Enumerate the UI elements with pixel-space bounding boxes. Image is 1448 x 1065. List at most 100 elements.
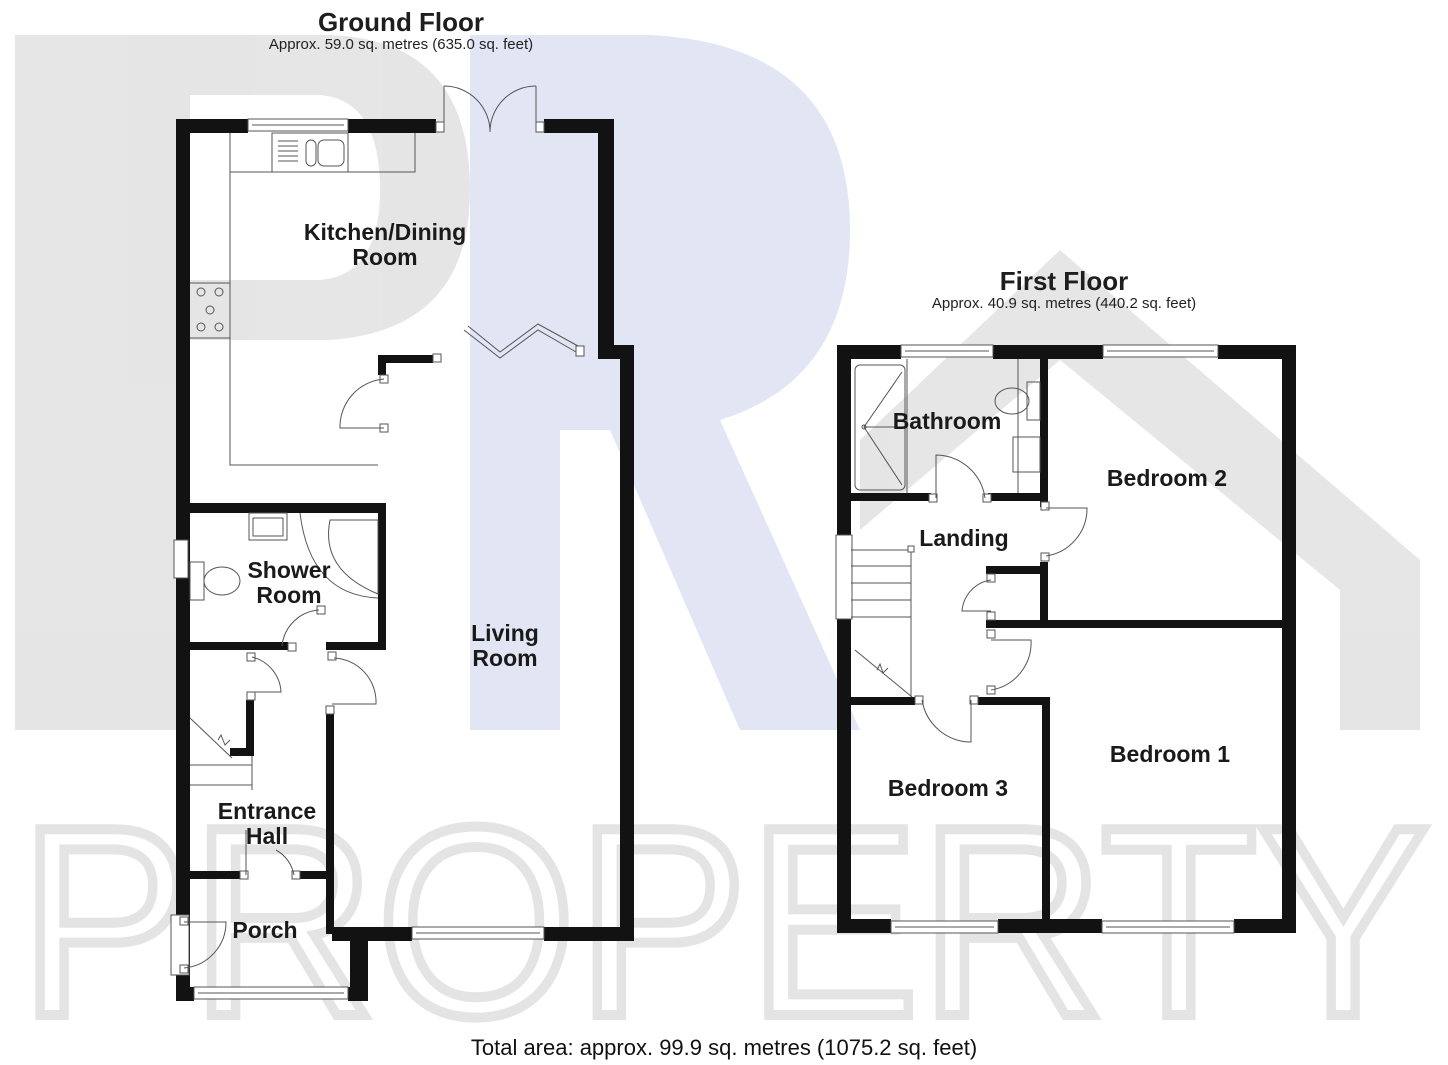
door-swing-icon bbox=[281, 605, 326, 652]
window-icon bbox=[900, 344, 994, 358]
room-label-bathroom: Bathroom bbox=[893, 408, 1002, 434]
wall bbox=[298, 871, 334, 879]
basin-icon bbox=[248, 512, 288, 541]
wall bbox=[326, 708, 334, 934]
first-floor-title: First Floor bbox=[999, 266, 1129, 296]
wall bbox=[1040, 359, 1048, 507]
watermark-r bbox=[470, 35, 860, 730]
window-icon bbox=[170, 914, 190, 976]
room-label-entrance-hall: Entrance bbox=[218, 798, 316, 824]
watermark-p-bowl bbox=[190, 35, 470, 340]
sink-icon bbox=[271, 132, 349, 173]
wall bbox=[190, 503, 386, 513]
wall bbox=[986, 566, 1044, 574]
watermark-property-text: PROPERTY bbox=[19, 772, 1429, 1065]
wall bbox=[978, 697, 1048, 705]
door-swing-icon bbox=[463, 323, 585, 359]
room-label-shower: Room bbox=[256, 582, 321, 608]
wall bbox=[1040, 562, 1048, 624]
door-swing-icon bbox=[914, 695, 979, 743]
ground-floor-title: Ground Floor bbox=[317, 7, 485, 37]
window-icon bbox=[411, 926, 545, 940]
room-label-shower: Shower bbox=[247, 557, 330, 583]
wall bbox=[986, 620, 1282, 628]
wall bbox=[544, 119, 614, 133]
wall bbox=[246, 700, 254, 755]
wall bbox=[988, 493, 1048, 501]
wall bbox=[544, 927, 634, 941]
door-swing-icon bbox=[961, 573, 996, 621]
window-icon bbox=[173, 539, 189, 579]
wall bbox=[851, 493, 931, 501]
worktop bbox=[229, 133, 378, 466]
hob-icon bbox=[196, 287, 224, 332]
window-icon bbox=[193, 986, 349, 1000]
watermark-logo: PROPERTY bbox=[14, 35, 1434, 1065]
door-swing-icon bbox=[179, 916, 227, 974]
wall bbox=[326, 642, 386, 650]
room-label-landing: Landing bbox=[919, 525, 1008, 551]
bath-icon bbox=[854, 359, 908, 493]
wall bbox=[230, 748, 254, 756]
wall bbox=[837, 345, 851, 933]
door-swing-icon bbox=[246, 652, 282, 701]
door-swing-icon bbox=[239, 830, 301, 880]
room-label-living: Room bbox=[472, 645, 537, 671]
wall bbox=[190, 871, 242, 879]
ground-floor-area: Approx. 59.0 sq. metres (635.0 sq. feet) bbox=[268, 36, 534, 53]
room-label-porch: Porch bbox=[232, 917, 297, 943]
wall bbox=[993, 345, 1103, 359]
room-label-kitchen: Room bbox=[352, 244, 417, 270]
basin-icon bbox=[1012, 436, 1041, 473]
window-icon bbox=[835, 534, 853, 620]
wall bbox=[1282, 345, 1296, 933]
door-swing-icon bbox=[986, 629, 1032, 695]
shower-tray-icon bbox=[299, 512, 379, 599]
wall bbox=[837, 919, 891, 933]
wall bbox=[1234, 919, 1296, 933]
wall bbox=[378, 355, 386, 375]
toilet-icon bbox=[994, 359, 1041, 493]
total-area: Total area: approx. 99.9 sq. metres (107… bbox=[470, 1035, 978, 1060]
window-icon bbox=[1102, 344, 1219, 358]
wall bbox=[190, 642, 288, 650]
ground-floor-plan: Kitchen/Dining Room Shower Room Living R… bbox=[170, 85, 634, 1001]
wall bbox=[348, 987, 368, 1001]
room-label-bedroom-1: Bedroom 1 bbox=[1110, 741, 1230, 767]
first-floor-area: Approx. 40.9 sq. metres (440.2 sq. feet) bbox=[931, 295, 1197, 312]
wall bbox=[837, 345, 901, 359]
watermark-p-stem bbox=[15, 35, 190, 730]
room-label-kitchen: Kitchen/Dining bbox=[304, 219, 466, 245]
door-swing-icon bbox=[325, 651, 377, 715]
room-label-bedroom-2: Bedroom 2 bbox=[1107, 465, 1227, 491]
room-label-living: Living bbox=[471, 620, 539, 646]
worktop bbox=[190, 282, 230, 339]
wall bbox=[348, 119, 436, 133]
watermark-house-roof bbox=[860, 250, 1420, 730]
door-swing-icon bbox=[1040, 501, 1088, 562]
window-icon bbox=[247, 118, 349, 132]
first-floor-heading: First Floor Approx. 40.9 sq. metres (440… bbox=[864, 267, 1264, 313]
window-icon bbox=[890, 920, 999, 934]
wall bbox=[176, 119, 248, 133]
wall bbox=[998, 919, 1102, 933]
room-label-entrance-hall: Hall bbox=[246, 823, 288, 849]
door-swing-icon bbox=[339, 353, 442, 433]
door-swing-icon bbox=[928, 454, 992, 503]
wall bbox=[620, 345, 634, 941]
wall bbox=[378, 503, 386, 648]
wall bbox=[332, 927, 412, 941]
wall bbox=[350, 927, 368, 1001]
wall bbox=[1218, 345, 1296, 359]
window-icon bbox=[1101, 920, 1235, 934]
staircase-icon bbox=[189, 717, 253, 790]
wall bbox=[851, 697, 915, 705]
staircase-icon bbox=[851, 545, 915, 698]
toilet-icon bbox=[189, 561, 241, 601]
first-floor-plan: Bathroom Landing Bedroom 2 Bedroom 1 Bed… bbox=[835, 344, 1296, 934]
ground-floor-heading: Ground Floor Approx. 59.0 sq. metres (63… bbox=[201, 8, 601, 54]
wall bbox=[378, 355, 433, 363]
wall bbox=[1042, 697, 1050, 923]
door-swing-icon bbox=[435, 85, 545, 133]
